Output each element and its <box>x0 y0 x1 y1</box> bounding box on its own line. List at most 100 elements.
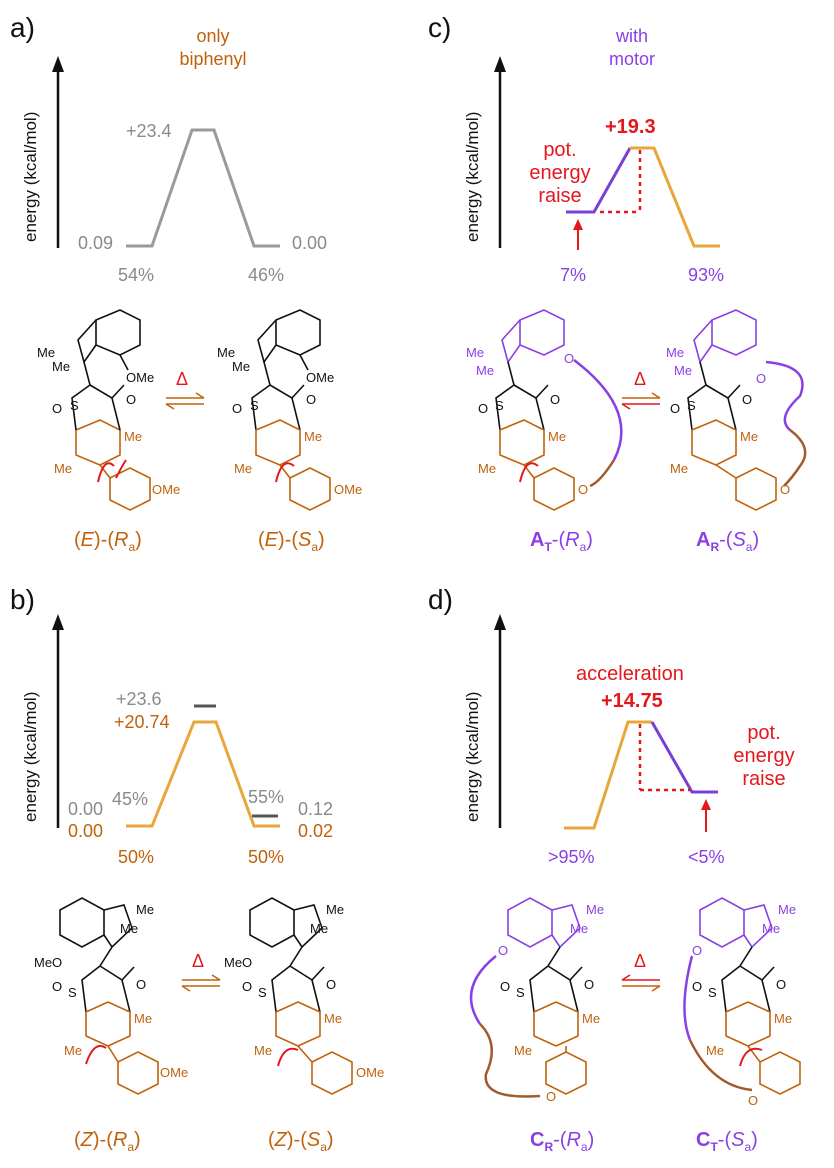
carbonyl-o-label: O <box>326 977 337 992</box>
carbonyl-o-label: O <box>584 977 595 992</box>
panel-c-header-line2: motor <box>608 49 655 69</box>
sulfoxide-o-label: O <box>52 401 63 416</box>
carbonyl-o-label: O <box>550 392 561 407</box>
ether-o-label: O <box>756 371 767 386</box>
me-label: Me <box>674 363 693 378</box>
ether-o-label: O <box>564 351 575 366</box>
panel-d-label: d) <box>428 584 453 615</box>
me-label: Me <box>304 429 323 444</box>
me-label: Me <box>124 429 143 444</box>
panel-a-right-pct: 46% <box>248 265 285 285</box>
sulfoxide-o-label: O <box>232 401 243 416</box>
me-label: Me <box>666 345 685 360</box>
sulfoxide-o-label: O <box>692 979 703 994</box>
me-label: Me <box>670 461 689 476</box>
ome-label: OMe <box>306 370 335 385</box>
sulfoxide-o-label: O <box>242 979 253 994</box>
me-label: Me <box>570 921 589 936</box>
me-label: Me <box>52 359 71 374</box>
panel-c-header-line1: with <box>615 26 648 46</box>
meo-label: MeO <box>34 955 63 970</box>
sulfur-label: S <box>250 398 259 413</box>
panel-a-left-pct: 54% <box>118 265 155 285</box>
panel-b-right-pct-orange: 50% <box>248 847 285 867</box>
panel-b-left-pct-orange: 50% <box>118 847 155 867</box>
ome-label: OMe <box>126 370 155 385</box>
me-label: Me <box>762 921 781 936</box>
me-label: Me <box>326 902 345 917</box>
ether-o-label: O <box>578 482 589 497</box>
me-label: Me <box>774 1011 793 1026</box>
panel-d-annot-line3: raise <box>742 768 786 790</box>
me-label: Me <box>740 429 759 444</box>
ether-o-label: O <box>498 943 509 958</box>
sulfoxide-o-label: O <box>670 401 681 416</box>
me-label: Me <box>232 359 251 374</box>
me-label: Me <box>706 1043 725 1058</box>
panel-b-right-pct-gray: 55% <box>248 787 285 807</box>
panel-d-delta: Δ <box>634 951 647 971</box>
ether-o-label: O <box>748 1093 759 1108</box>
panel-d-annot-line2: energy <box>733 745 795 767</box>
panel-d-left-pct: >95% <box>548 847 595 867</box>
ether-o-label: O <box>692 943 703 958</box>
panel-a-header-line2: biphenyl <box>179 49 247 69</box>
panel-a-header-line1: only <box>196 26 230 46</box>
me-label: Me <box>310 921 329 936</box>
carbonyl-o-label: O <box>126 392 137 407</box>
me-label: Me <box>478 461 497 476</box>
me-label: Me <box>134 1011 153 1026</box>
panel-c-barrier: +19.3 <box>605 116 656 138</box>
me-label: Me <box>582 1011 601 1026</box>
me-label: Me <box>324 1011 343 1026</box>
panel-b-barrier-gray: +23.6 <box>116 689 162 709</box>
panel-b-barrier-orange: +20.74 <box>114 712 170 732</box>
panel-d-header: acceleration <box>576 663 684 685</box>
panel-c-label: c) <box>428 12 452 43</box>
carbonyl-o-label: O <box>136 977 147 992</box>
me-label: Me <box>120 921 139 936</box>
me-label: Me <box>466 345 485 360</box>
sulfur-label: S <box>258 985 267 1000</box>
sulfoxide-o-label: O <box>478 401 489 416</box>
me-label: Me <box>254 1043 273 1058</box>
panel-a-caption-right: (E)-(Sa) <box>258 529 325 554</box>
me-label: Me <box>217 345 236 360</box>
panel-a-right-energy: 0.00 <box>292 233 328 253</box>
sulfur-label: S <box>516 985 525 1000</box>
me-label: Me <box>586 902 605 917</box>
panel-d-annot-line1: pot. <box>747 722 781 744</box>
me-label: Me <box>54 461 73 476</box>
me-label: Me <box>136 902 155 917</box>
sulfur-label: S <box>687 398 696 413</box>
panel-b-label: b) <box>10 584 35 615</box>
panel-d-barrier: +14.75 <box>601 690 663 712</box>
panel-b-delta: Δ <box>192 951 205 971</box>
panel-c-annot-line3: raise <box>538 185 582 207</box>
panel-d-caption-left: CR-(Ra) <box>530 1129 595 1154</box>
panel-a-caption-left: (E)-(Ra) <box>74 529 142 554</box>
panel-c-right-pct: 93% <box>688 265 725 285</box>
carbonyl-o-label: O <box>742 392 753 407</box>
carbonyl-o-label: O <box>776 977 787 992</box>
panel-b-caption-left: (Z)-(Ra) <box>74 1129 141 1154</box>
panel-a-left-energy: 0.09 <box>78 233 114 253</box>
ether-o-label: O <box>546 1089 557 1104</box>
panel-a-label: a) <box>10 12 35 43</box>
sulfur-label: S <box>70 398 79 413</box>
panel-b-right-energy-gray: 0.12 <box>298 799 334 819</box>
